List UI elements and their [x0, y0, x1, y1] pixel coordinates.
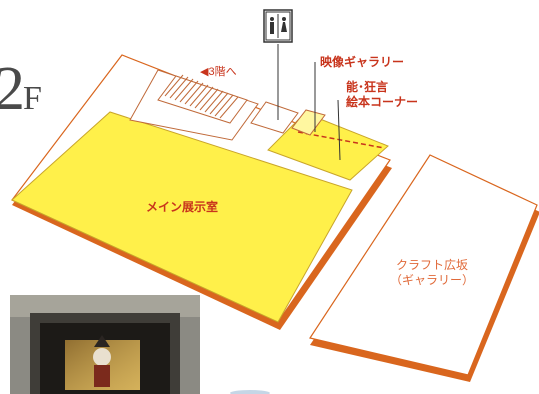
- video-gallery-room[interactable]: [291, 109, 326, 136]
- noh-kyogen-label-line2: 絵本コーナー: [346, 95, 419, 109]
- restroom-icon: [263, 9, 293, 43]
- craft-plaza-label-line2: （ギャラリー）: [390, 273, 475, 287]
- floor-suffix: F: [23, 80, 42, 117]
- craft-plaza-label-line1: クラフト広坂: [396, 258, 469, 272]
- floor-edge-shadow: [230, 390, 270, 394]
- craft-plaza-gallery[interactable]: [309, 154, 539, 382]
- stairs-up-label[interactable]: ◀3階へ: [200, 66, 237, 78]
- floor-number: 2: [0, 55, 25, 123]
- noh-kyogen-label-line1: 能･狂言: [346, 80, 389, 94]
- staircase[interactable]: [129, 69, 259, 141]
- noh-kyogen-label: 能･狂言 絵本コーナー: [346, 80, 418, 110]
- main-hall-label: メイン展示室: [146, 200, 219, 214]
- leader-line-noh: [337, 99, 341, 161]
- restroom-room[interactable]: [250, 101, 299, 134]
- main-exhibition-room[interactable]: [11, 111, 353, 323]
- video-gallery-label: 映像ギャラリー: [320, 55, 405, 69]
- floor-label: 2F: [0, 58, 42, 120]
- room-divider: [297, 131, 385, 149]
- exhibit-photo: [10, 295, 200, 394]
- craft-plaza-label: クラフト広坂 （ギャラリー）: [390, 258, 474, 288]
